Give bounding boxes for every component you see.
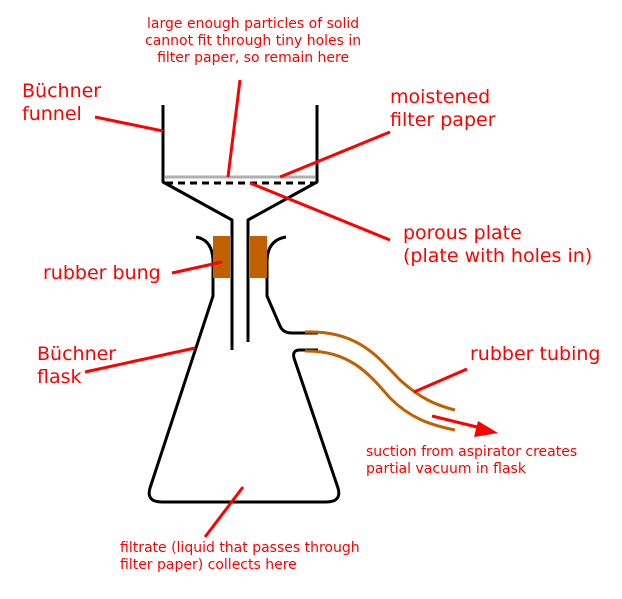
label-porous-plate: porous plate (plate with holes in) [403,222,593,267]
rubber-bung-right [250,236,267,278]
label-filter-paper: moistened filter paper [390,86,496,131]
suction-arrow-head [474,421,498,437]
rubber-tubing [304,330,456,432]
label-filtrate: filtrate (liquid that passes through fil… [120,540,360,573]
label-particles: large enough particles of solid cannot f… [145,16,362,66]
funnel-body [161,105,319,350]
label-buchner-funnel: Büchner funnel [22,80,102,125]
label-rubber-bung: rubber bung [43,262,161,284]
label-rubber-tubing: rubber tubing [470,343,601,365]
rubber-bung-left [213,236,230,278]
pointer-lines [84,79,486,538]
flask-outline [147,235,341,504]
label-buchner-flask: Büchner flask [37,343,117,388]
label-suction: suction from aspirator creates partial v… [366,444,578,477]
